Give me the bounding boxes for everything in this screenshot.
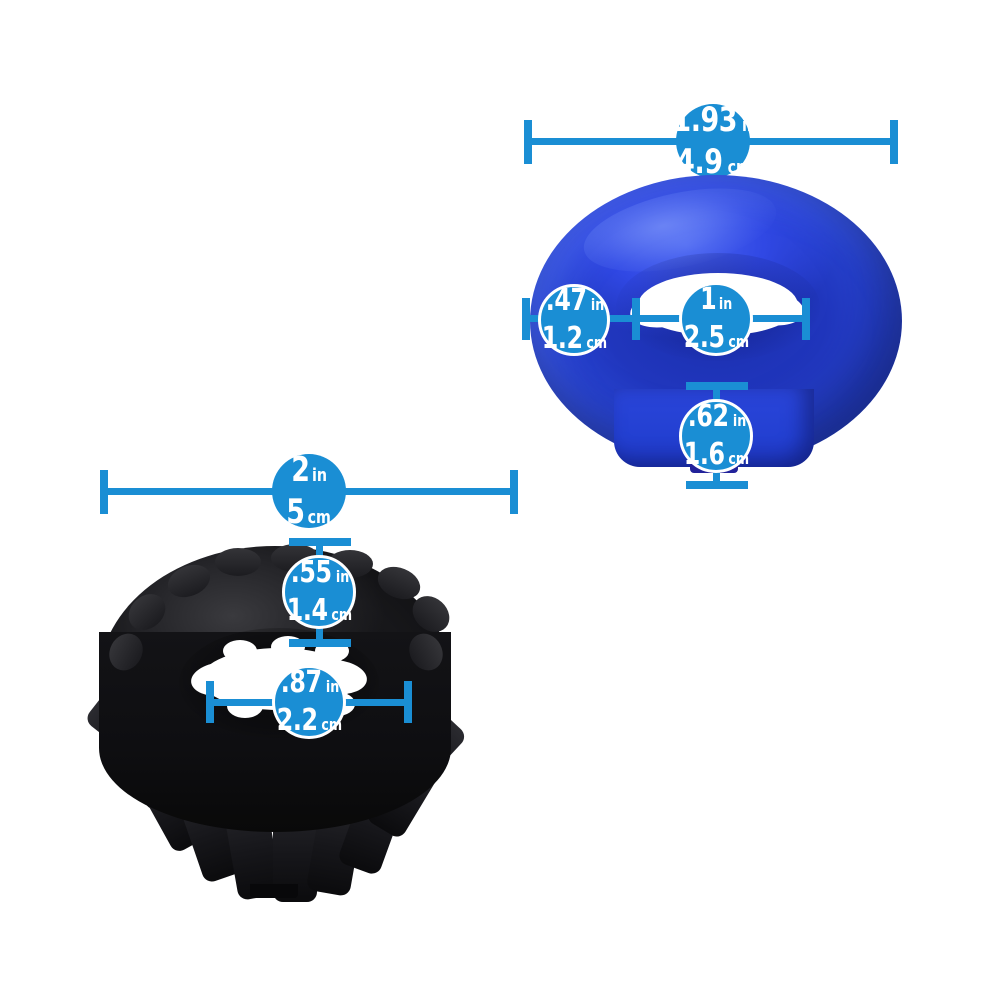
unit-cm: cm	[586, 333, 608, 352]
unit-cm: cm	[727, 157, 752, 178]
value-cm: 2.2	[276, 703, 318, 738]
unit-inches: in	[732, 411, 746, 430]
unit-cm: cm	[728, 449, 750, 468]
blue-height-cap-top	[686, 382, 748, 390]
blue-inner-diameter-cap-right	[802, 298, 810, 340]
value-cm: 2.5	[683, 320, 725, 355]
value-inches: .62	[688, 399, 729, 434]
value-cm: 1.4	[286, 593, 328, 628]
value-inches: .87	[281, 665, 322, 700]
black-height-cap-bottom	[289, 639, 351, 647]
tread-lug-top	[215, 548, 261, 576]
blue-wall-thickness-cap-left	[522, 298, 530, 340]
black-inner-diameter-cap-left	[206, 681, 214, 723]
black-ring-opening-nub	[227, 694, 263, 718]
unit-inches: in	[335, 567, 349, 586]
value-inches: 1.93	[672, 100, 737, 140]
black-outer-width-cap-right	[510, 470, 518, 514]
value-cm: 1.2	[541, 321, 583, 356]
unit-cm: cm	[728, 332, 750, 351]
blue-height-cap-bottom	[686, 481, 748, 489]
black-outer-width-cap-left	[100, 470, 108, 514]
value-cm: 4.9	[676, 142, 724, 182]
unit-inches: in	[311, 465, 327, 486]
black-height-cap-top	[289, 538, 351, 546]
black-ring-opening-nub	[223, 640, 257, 662]
unit-inches: in	[718, 294, 732, 313]
blue-outer-width-cap-right	[890, 120, 898, 164]
value-inches: .55	[291, 555, 332, 590]
black-ring-bottom-tab	[250, 884, 298, 898]
blue-outer-width-cap-left	[524, 120, 532, 164]
unit-inches: in	[590, 295, 604, 314]
value-inches: .47	[546, 283, 587, 318]
unit-inches: in	[325, 677, 339, 696]
black-inner-diameter-cap-right	[404, 681, 412, 723]
unit-inches: in	[742, 115, 758, 136]
value-inches: 1	[700, 282, 717, 317]
value-inches: 2	[291, 450, 310, 490]
unit-cm: cm	[321, 715, 343, 734]
unit-cm: cm	[307, 507, 332, 528]
value-cm: 1.6	[683, 437, 725, 472]
value-cm: 5	[286, 492, 306, 532]
unit-cm: cm	[331, 605, 353, 624]
